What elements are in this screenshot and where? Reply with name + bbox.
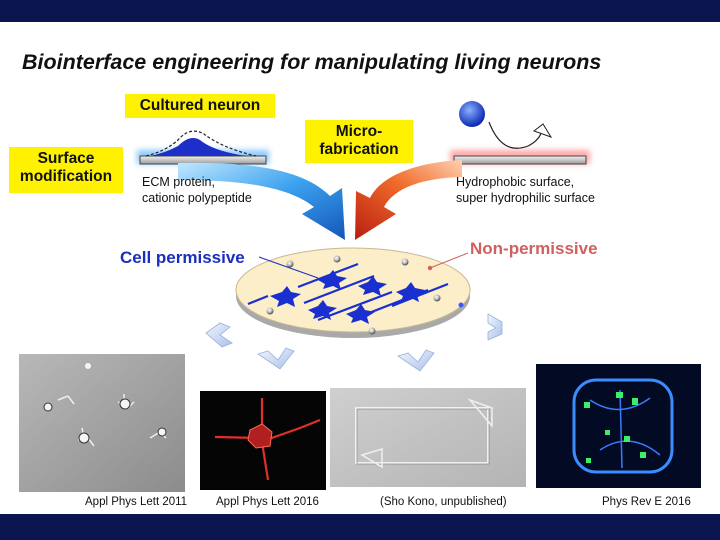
- cell-permissive-label: Cell permissive: [120, 248, 245, 267]
- blue-arrow: [178, 162, 345, 240]
- chevron-icons: [205, 313, 503, 372]
- label-surface-modification-line2: modification: [19, 167, 113, 185]
- panel-fluorescent-neuron-2016: [200, 391, 326, 490]
- red-arrow: [355, 160, 462, 240]
- reference-1: Appl Phys Lett 2011: [85, 496, 188, 508]
- caption-right: Hydrophobic surface, super hydrophilic s…: [456, 174, 595, 206]
- label-micro-fabrication-line2: fabrication: [319, 140, 399, 158]
- reference-2: Appl Phys Lett 2016: [216, 496, 319, 508]
- caption-left-line2: cationic polypeptide: [142, 191, 252, 205]
- label-cultured-neuron-text: Cultured neuron: [139, 97, 261, 114]
- caption-right-line1: Hydrophobic surface,: [456, 175, 575, 189]
- panel-phase-contrast-2011: [19, 354, 185, 492]
- caption-left: ECM protein, cationic polypeptide: [142, 174, 252, 206]
- top-band: [0, 0, 720, 22]
- non-permissive-label: Non-permissive: [470, 239, 598, 258]
- label-micro-fabrication: Micro- fabrication: [305, 120, 413, 163]
- reference-3: (Sho Kono, unpublished): [380, 496, 507, 508]
- cultured-neuron-substrate: [137, 130, 269, 165]
- hydrophobic-substrate: [450, 101, 590, 165]
- caption-left-line1: ECM protein,: [142, 175, 215, 189]
- caption-right-line2: super hydrophilic surface: [456, 191, 595, 205]
- patterned-dish: [235, 247, 471, 338]
- panel-fluorescent-network-2016: [536, 364, 701, 488]
- slide-title: Biointerface engineering for manipulatin…: [22, 50, 602, 74]
- label-cultured-neuron: Cultured neuron: [125, 94, 275, 118]
- label-surface-modification-line1: Surface: [37, 150, 95, 167]
- label-surface-modification: Surface modification: [9, 147, 123, 193]
- reference-4: Phys Rev E 2016: [602, 496, 691, 508]
- panel-micropattern-unpublished: [330, 388, 526, 487]
- bottom-band: [0, 514, 720, 540]
- label-micro-fabrication-line1: Micro-: [335, 123, 383, 140]
